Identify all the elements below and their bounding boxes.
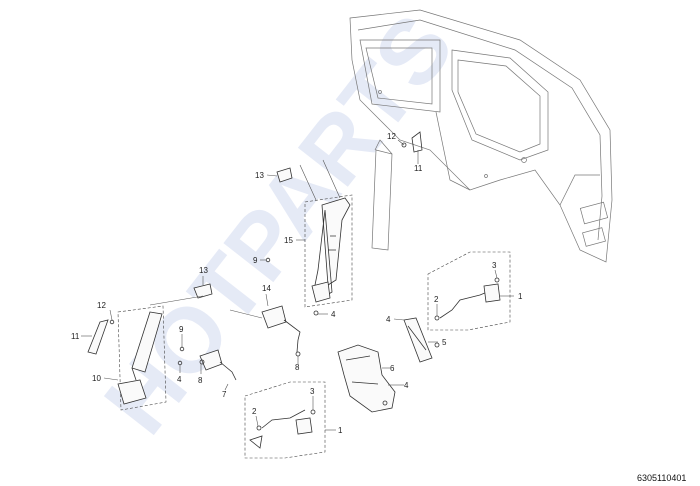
part-left-seat-belt	[117, 311, 163, 405]
leader-lines	[81, 139, 514, 431]
callout-4-right: 4	[386, 315, 391, 324]
part-buckle-14	[229, 305, 301, 357]
callout-13-lower: 13	[199, 266, 208, 275]
callout-12-upper: 12	[387, 132, 396, 141]
callout-12-left: 12	[97, 301, 106, 310]
callout-9-left: 9	[179, 325, 184, 334]
part-bolt-9-upper	[265, 257, 271, 263]
callout-15: 15	[284, 236, 293, 245]
callout-8-left: 8	[198, 376, 203, 385]
watermark: HOTPARTS	[85, 0, 473, 452]
callout-labels: 13 12 11 15 9 13 14 4 8 3 1 2 4 5 12 11 …	[71, 132, 523, 435]
callout-1-lower: 1	[338, 426, 343, 435]
callout-11-left: 11	[71, 332, 80, 341]
part-bolt-bracket-upper	[401, 131, 423, 153]
callout-9-upper: 9	[253, 256, 258, 265]
callout-8-center: 8	[295, 363, 300, 372]
part-bolt-4-center	[313, 310, 319, 316]
callout-14: 14	[262, 284, 271, 293]
part-bolts-left	[177, 346, 185, 366]
part-buckle-kit-upper	[434, 277, 501, 321]
callout-13-upper: 13	[255, 171, 264, 180]
drawing-code: 6305110401	[637, 473, 686, 483]
part-cover-clip-upper	[276, 167, 293, 183]
part-bolt-bracket-left	[87, 319, 115, 355]
callout-4-left: 4	[177, 375, 182, 384]
callout-3-upper: 3	[492, 261, 497, 270]
frame-left-belt-assy	[117, 305, 167, 411]
callout-4-lower: 4	[404, 381, 409, 390]
callout-4-center: 4	[331, 310, 336, 319]
part-cover-clip-lower	[149, 283, 213, 306]
callout-2-upper: 2	[434, 295, 439, 304]
callout-11-upper: 11	[414, 164, 423, 173]
part-rear-seat-belt	[299, 159, 351, 303]
frame-rear-belt-assy	[304, 194, 353, 308]
callout-7: 7	[222, 390, 227, 399]
part-buckle-kit-lower	[249, 409, 316, 449]
callout-2-lower: 2	[252, 407, 257, 416]
part-anchor-bracket-5	[403, 317, 440, 363]
frame-buckle-kit-upper	[427, 251, 511, 331]
part-seat-cover-6	[337, 344, 396, 413]
callout-5: 5	[442, 338, 447, 347]
vehicle-body-panel	[349, 9, 613, 263]
callout-10: 10	[92, 374, 101, 383]
part-buckle-7	[199, 349, 237, 381]
frame-buckle-kit-lower	[244, 381, 326, 459]
callout-6: 6	[390, 364, 395, 373]
callout-1-upper: 1	[518, 292, 523, 301]
callout-3-lower: 3	[310, 387, 315, 396]
